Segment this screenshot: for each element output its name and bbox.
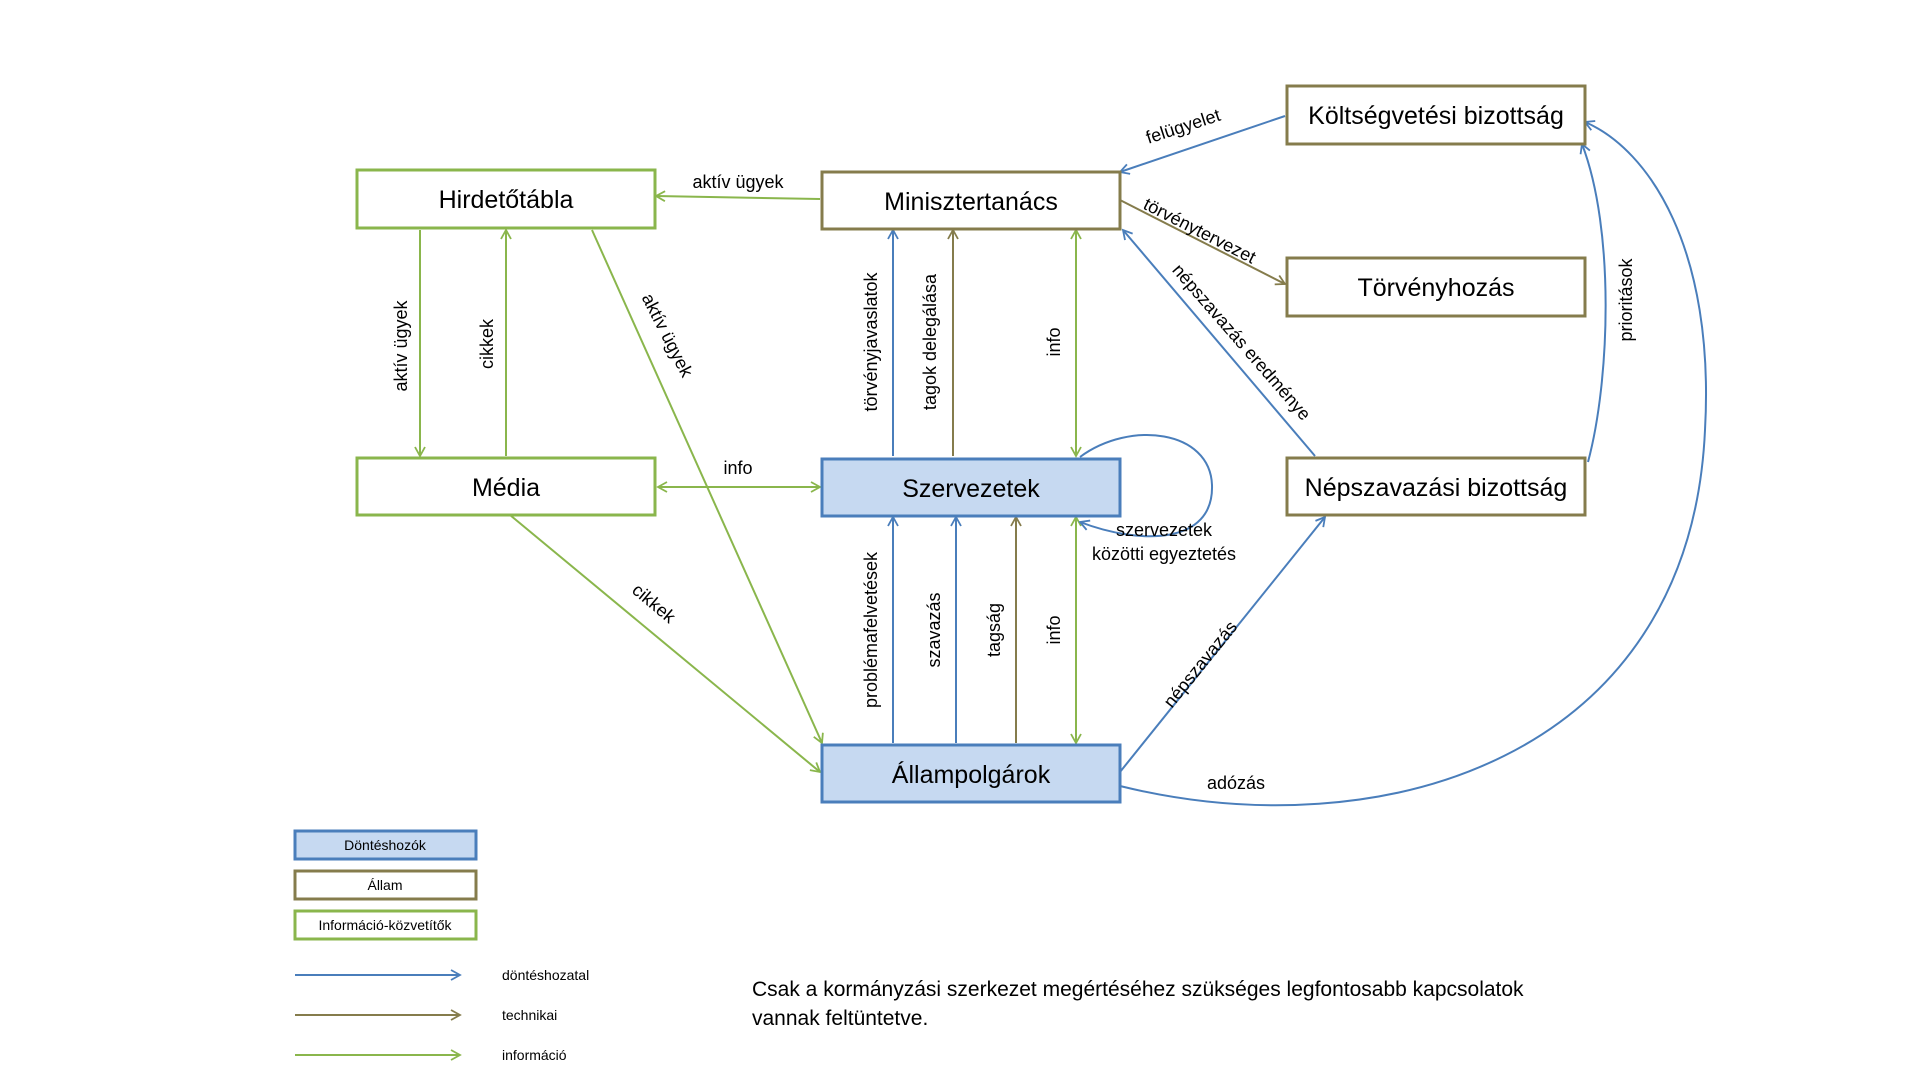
edge-label-szervezetek-kozotti-2: közötti egyeztetés [1092,544,1236,564]
edge-label-info-media: info [723,458,752,478]
node-label: Törvényhozás [1357,274,1514,302]
edge-label-info-mid-top: info [1044,327,1064,356]
edge-label-torvenyjavaslatok: törvényjavaslatok [861,271,881,411]
edge-miniszter-torvenyhozas [1119,199,1287,286]
node-torvenyhozas: Törvényhozás [1285,256,1587,318]
node-koltseg: Költségvetési bizottság [1285,84,1587,146]
edge-label-cikkek-up: cikkek [477,318,497,369]
edge-szervezetek-loop [1078,434,1214,538]
legend-decision-box: Döntéshozók [293,829,478,861]
footnote-line-1: Csak a kormányzási szerkezet megértéséhe… [752,978,1524,1001]
legend-info-box: Információ-közvetítők [293,909,478,941]
legend: Döntéshozók Állam Információ-közvetítők … [293,829,589,1063]
edge-media-allampolgarok [509,514,822,774]
node-label: Hirdetőtábla [439,186,574,214]
node-szervezetek: Szervezetek [820,457,1122,518]
legend-label: Állam [367,877,402,893]
legend-decision-line: döntéshozatal [295,967,589,983]
edge-adozas [1119,120,1707,807]
node-allampolgarok: Állampolgárok [820,743,1122,804]
edge-label-aktiv-ugyek-top: aktív ügyek [692,172,784,192]
edge-label-problemafelvetesek: problémafelvetések [861,551,881,708]
node-nepszavazasi: Népszavazási bizottság [1285,456,1587,517]
node-label: Népszavazási bizottság [1305,474,1568,502]
edge-miniszter-hirdeto [654,190,821,202]
edge-label-tagsag: tagság [984,603,1004,657]
edge-label-adozas: adózás [1207,773,1265,793]
node-label: Állampolgárok [892,760,1051,789]
node-label: Költségvetési bizottság [1308,102,1564,130]
footnote: Csak a kormányzási szerkezet megértéséhe… [752,975,1652,1033]
node-miniszter: Minisztertanács [820,170,1122,231]
legend-state-line: technikai [295,1007,557,1023]
edge-label-aktiv-ugyek-left: aktív ügyek [391,299,411,391]
edge-nepszavazas [1119,515,1327,773]
edge-label-prioritasok: prioritások [1616,257,1636,341]
legend-state-box: Állam [293,869,478,901]
legend-label: technikai [502,1007,557,1023]
node-hirdetotabla: Hirdetőtábla [355,168,657,230]
node-media: Média [355,456,657,517]
edge-felugyelet [1118,115,1286,175]
edge-label-torvenytervezet: törvénytervezet [1140,194,1259,268]
legend-label: döntéshozatal [502,967,589,983]
footnote-line-2: vannak feltüntetve. [752,1007,929,1030]
edge-label-szavazas: szavazás [924,592,944,667]
edge-nepszavazas-eredmenye [1121,228,1316,457]
legend-label: Döntéshozók [344,837,427,853]
edge-label-nepszavazas: népszavazás [1160,617,1242,711]
legend-label: Információ-közvetítők [318,917,452,933]
edge-prioritasok [1579,142,1607,463]
edge-label-info-mid-bottom: info [1044,615,1064,644]
edge-label-szervezetek-kozotti-1: szervezetek [1116,520,1213,540]
edge-label-aktiv-ugyek-diag: aktív ügyek [638,290,698,381]
node-label: Minisztertanács [884,188,1058,216]
node-label: Szervezetek [902,475,1040,503]
edge-label-tagok-delegalasa: tagok delegálása [920,273,940,410]
legend-label: információ [502,1047,567,1063]
node-label: Média [472,474,540,502]
legend-info-line: információ [295,1047,567,1063]
